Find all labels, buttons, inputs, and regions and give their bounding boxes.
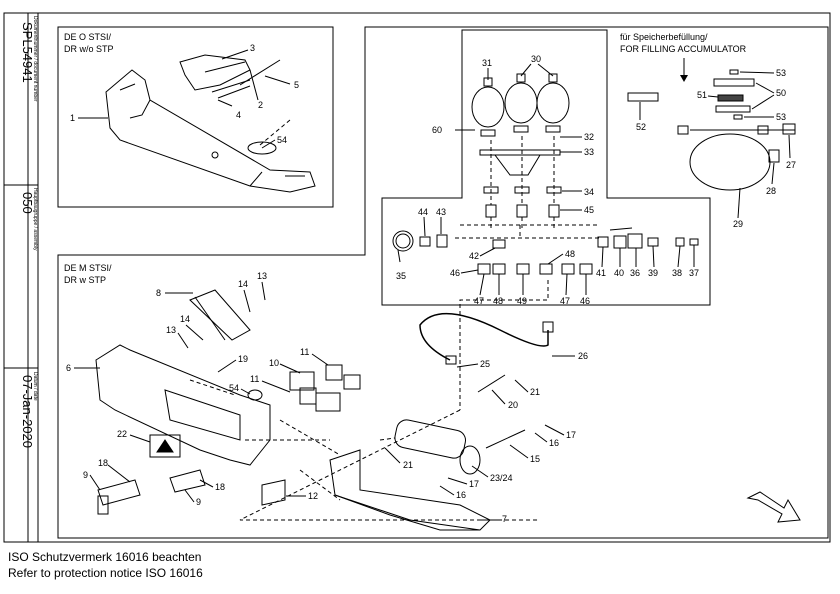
callout-31: 31	[482, 58, 492, 68]
accumulator-note-line2: FOR FILLING ACCUMULATOR	[620, 44, 747, 54]
callout-25: 25	[480, 359, 490, 369]
callout-32: 32	[584, 132, 594, 142]
footer-line1: ISO Schutzvermerk 16016 beachten	[8, 550, 202, 564]
callout-22: 22	[117, 429, 127, 439]
footer-line2: Refer to protection notice ISO 16016	[8, 566, 203, 580]
callout-44: 44	[418, 207, 428, 217]
callout-11-left: 11	[250, 374, 259, 384]
date-value: 07-Jan-2020	[20, 375, 35, 448]
callout-34: 34	[584, 187, 594, 197]
callout-48-left: 48	[493, 296, 503, 306]
callout-28: 28	[766, 186, 776, 196]
callout-35: 35	[396, 271, 406, 281]
callout-5: 5	[294, 80, 299, 90]
panel-without-stp: DE O STSI/ DR w/o STP 1 3 2 4 5 54	[57, 26, 334, 208]
accumulator-note-line1: für Speicherbefüllung/	[620, 32, 708, 42]
filling-kit	[627, 69, 796, 191]
callout-49: 49	[517, 296, 527, 306]
hose-26	[419, 313, 549, 361]
draw-frame-part	[105, 69, 316, 193]
callout-13-lower: 13	[166, 325, 176, 335]
panel-title-line2: DR w/o STP	[64, 44, 114, 54]
callout-17-upper: 17	[566, 430, 576, 440]
callout-36: 36	[630, 268, 640, 278]
callout-41: 41	[596, 268, 606, 278]
callout-16-lower: 16	[456, 490, 466, 500]
date-label: Datum / date	[32, 372, 38, 401]
callout-15: 15	[530, 454, 540, 464]
callout-12: 12	[308, 491, 318, 501]
group-number: 050	[20, 192, 35, 214]
callout-26: 26	[578, 351, 588, 361]
callout-3: 3	[250, 43, 255, 53]
cover-plate	[179, 54, 251, 91]
callout-8: 8	[156, 288, 161, 298]
callout-20: 20	[508, 400, 518, 410]
callout-19: 19	[238, 354, 248, 364]
callout-46-left: 46	[450, 268, 460, 278]
callout-37: 37	[689, 268, 699, 278]
callout-48-right: 48	[565, 249, 575, 259]
panel-with-stp-outline	[57, 26, 829, 539]
callout-4: 4	[236, 110, 241, 120]
callout-9-right: 9	[196, 497, 201, 507]
callout-14-upper: 14	[238, 279, 248, 289]
direction-arrow-icon	[746, 491, 801, 523]
callout-2: 2	[258, 100, 263, 110]
callout-38: 38	[672, 268, 682, 278]
callout-40: 40	[614, 268, 624, 278]
callout-21-lower: 21	[403, 460, 413, 470]
callout-9-left: 9	[83, 470, 88, 480]
callout-23-24: 23/24	[490, 473, 513, 483]
panel-bottom-title-line2: DR w STP	[64, 275, 106, 285]
callout-16-upper: 16	[549, 438, 559, 448]
callout-18-right: 18	[215, 482, 225, 492]
callout-11-right: 11	[300, 347, 309, 357]
callout-50: 50	[776, 88, 786, 98]
callout-47-left: 47	[474, 296, 484, 306]
frame-assembly	[95, 289, 526, 531]
callout-13-upper: 13	[257, 271, 267, 281]
panel-title-line1: DE O STSI/	[64, 32, 112, 42]
callout-46-right: 46	[580, 296, 590, 306]
callout-30: 30	[531, 54, 541, 64]
callout-54-bottom: 54	[229, 383, 239, 393]
callout-51: 51	[697, 90, 707, 100]
callout-29: 29	[733, 219, 743, 229]
callout-7: 7	[502, 514, 507, 524]
callout-10: 10	[269, 358, 279, 368]
callout-60: 60	[432, 125, 442, 135]
callout-21-upper: 21	[530, 387, 540, 397]
callout-43: 43	[436, 207, 446, 217]
callout-53-top: 53	[776, 68, 786, 78]
doc-number: SPL54941	[20, 22, 35, 83]
callout-33: 33	[584, 147, 594, 157]
callout-1: 1	[70, 113, 75, 123]
doc-number-label: Dokumentnummer / document number	[32, 16, 38, 102]
callout-52: 52	[636, 122, 646, 132]
callout-27: 27	[786, 160, 796, 170]
callout-14-lower: 14	[180, 314, 190, 324]
callout-53-bottom: 53	[776, 112, 786, 122]
callout-39: 39	[648, 268, 658, 278]
callout-18-left: 18	[98, 458, 108, 468]
callout-45: 45	[584, 205, 594, 215]
group-label: Hauptbaugruppe / assembly	[32, 188, 38, 251]
panel-bottom-title-line1: DE M STSI/	[64, 263, 112, 273]
hydraulic-fittings	[392, 227, 699, 275]
callout-17-lower: 17	[469, 479, 479, 489]
callout-6: 6	[66, 363, 71, 373]
hydraulic-subpanel	[381, 29, 711, 306]
callout-42: 42	[469, 251, 479, 261]
drawing-frame	[3, 12, 831, 543]
side-strip: SPL54941 Dokumentnummer / document numbe…	[4, 13, 39, 542]
callout-54-top: 54	[277, 135, 287, 145]
callout-47-right: 47	[560, 296, 570, 306]
